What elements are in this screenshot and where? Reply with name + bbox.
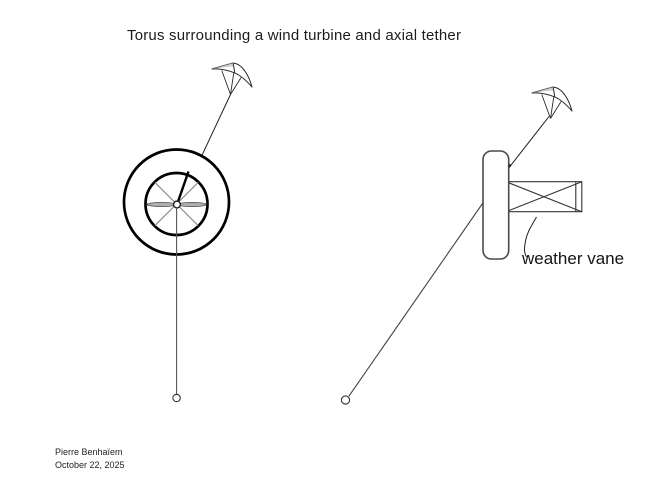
date-text: October 22, 2025	[55, 460, 125, 470]
blade-tip-dot	[205, 203, 208, 206]
ground-anchor-circle	[172, 393, 181, 403]
torus-side-rect	[482, 150, 510, 260]
author-name: Pierre Benhaïem	[55, 447, 123, 457]
front-kite-tether-line	[200, 94, 231, 158]
turbine-blade-left	[146, 201, 177, 207]
side-kite-icon	[531, 86, 573, 119]
weather-vane	[505, 181, 583, 213]
axial-tether-upper-segment	[177, 171, 190, 202]
front-view	[122, 62, 253, 403]
side-view	[340, 86, 583, 405]
vane-brace-diagonal	[505, 181, 583, 213]
front-kite-icon	[211, 62, 253, 95]
turbine-hub	[172, 200, 182, 209]
side-axial-tether-line	[348, 202, 484, 397]
blade-tip-dot	[146, 203, 148, 206]
vane-leader-squiggle	[524, 216, 537, 258]
ground-anchor-circle	[340, 395, 351, 405]
turbine-blade-right	[177, 201, 207, 207]
author-credit: Pierre Benhaïem October 22, 2025	[55, 446, 125, 472]
page-title: Torus surrounding a wind turbine and axi…	[127, 27, 462, 44]
side-kite-tether-line	[506, 116, 550, 171]
weather-vane-label: weather vane	[522, 249, 625, 268]
